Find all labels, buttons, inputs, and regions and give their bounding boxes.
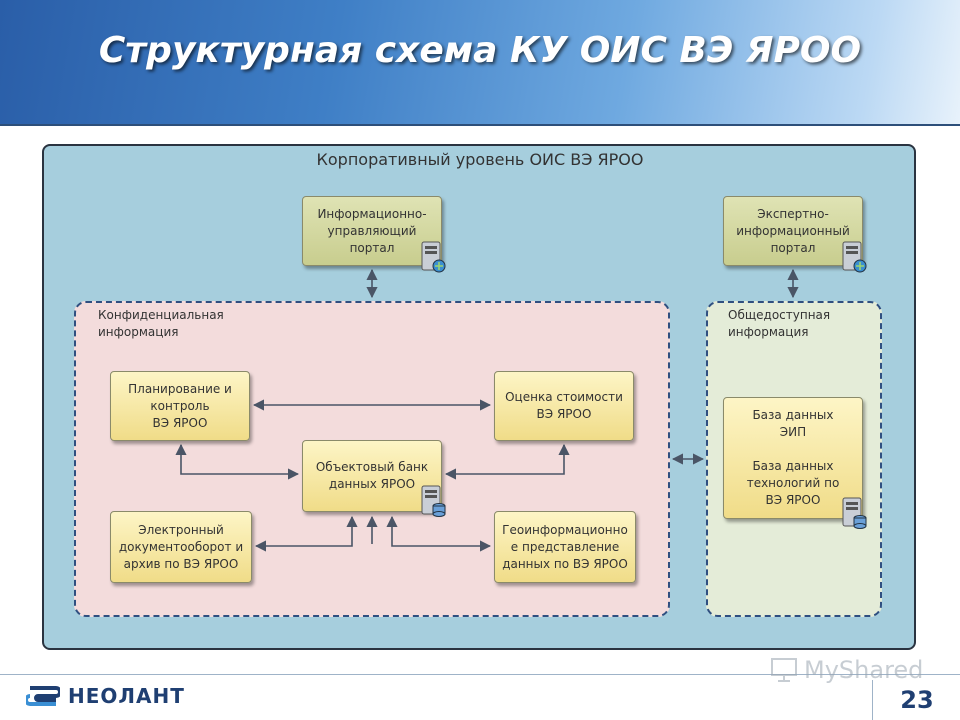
object-bank-node: Объектовый банк данных ЯРОО <box>302 440 442 512</box>
watermark: MyShared <box>770 656 923 684</box>
slide-title: Структурная схема КУ ОИС ВЭ ЯРОО <box>98 30 862 71</box>
web-server-icon <box>421 241 446 273</box>
web-server-icon <box>842 241 867 273</box>
header-divider <box>0 124 960 126</box>
watermark-text: MyShared <box>804 656 924 684</box>
public-zone-label: Общедоступная информация <box>728 308 831 339</box>
database-server-icon <box>421 485 446 517</box>
database-server-icon <box>842 497 867 529</box>
brand-logo: НЕОЛАНТ <box>26 684 185 708</box>
page-number: 23 <box>872 680 960 720</box>
header-banner <box>0 0 960 124</box>
public-db-node: База данных ЭИП База данных технологий п… <box>723 397 863 519</box>
confidential-zone-label: Конфиденциальная информация <box>98 308 224 339</box>
portal-expert-node: Экспертно- информационный портал <box>723 196 863 266</box>
valuation-node: Оценка стоимости ВЭ ЯРОО <box>494 371 634 441</box>
arrow-geo-objectbank <box>386 515 492 552</box>
portal-info-node: Информационно- управляющий портал <box>302 196 442 266</box>
planning-node: Планирование и контроль ВЭ ЯРОО <box>110 371 250 441</box>
neolant-logo-icon <box>26 686 60 706</box>
presentation-icon <box>771 658 797 682</box>
brand-name: НЕОЛАНТ <box>68 684 185 708</box>
arrow-valuation-objectbank <box>444 443 570 480</box>
geo-node: Геоинформационно е представление данных … <box>494 511 636 583</box>
arrow-edms-objectbank <box>254 515 358 552</box>
footer-divider <box>0 674 960 675</box>
edms-node: Электронный документооборот и архив по В… <box>110 511 252 583</box>
arrow-planning-objectbank <box>175 443 300 480</box>
corporate-level-label: Корпоративный уровень ОИС ВЭ ЯРОО <box>316 150 644 169</box>
